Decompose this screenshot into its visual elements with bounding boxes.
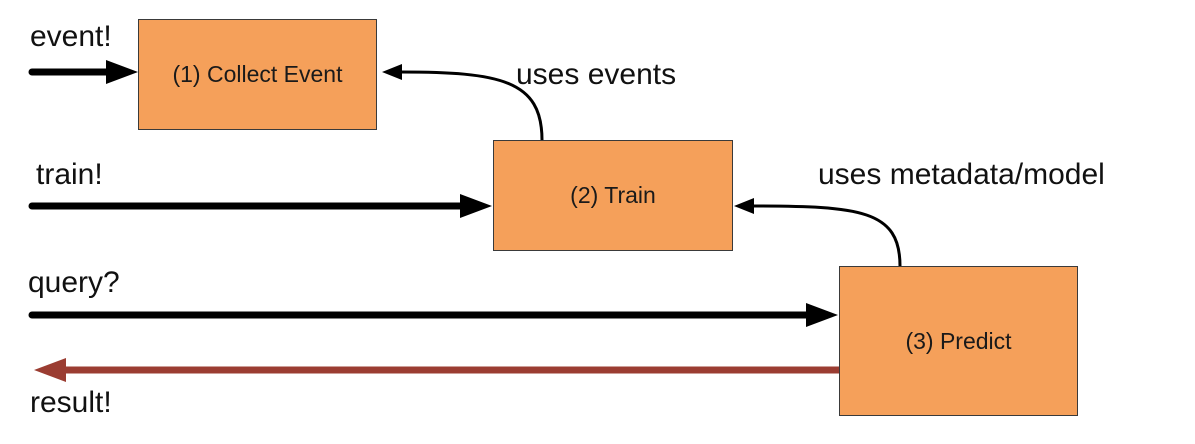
predict-label: (3) Predict	[905, 327, 1012, 354]
train-input-label: train!	[36, 158, 103, 191]
uses-metadata-annotation: uses metadata/model	[818, 158, 1105, 191]
collect-event-box: (1) Collect Event	[138, 19, 377, 130]
query-arrowhead	[806, 303, 838, 327]
query-input-label: query?	[28, 266, 120, 299]
predict-box: (3) Predict	[839, 266, 1078, 416]
train-box: (2) Train	[493, 140, 733, 251]
event-input-label: event!	[30, 20, 112, 53]
result-arrowhead	[34, 358, 66, 382]
uses-events-connector	[399, 70, 544, 141]
result-output-label: result!	[30, 386, 112, 419]
uses-metadata-arrowhead	[734, 198, 754, 214]
train-label: (2) Train	[570, 182, 656, 208]
uses-events-annotation: uses events	[516, 58, 677, 91]
train-arrowhead	[460, 194, 492, 218]
event-arrowhead	[106, 60, 138, 84]
uses-events-arrowhead	[382, 64, 402, 80]
collect-event-label: (1) Collect Event	[172, 61, 343, 87]
uses-metadata-connector	[751, 204, 902, 267]
